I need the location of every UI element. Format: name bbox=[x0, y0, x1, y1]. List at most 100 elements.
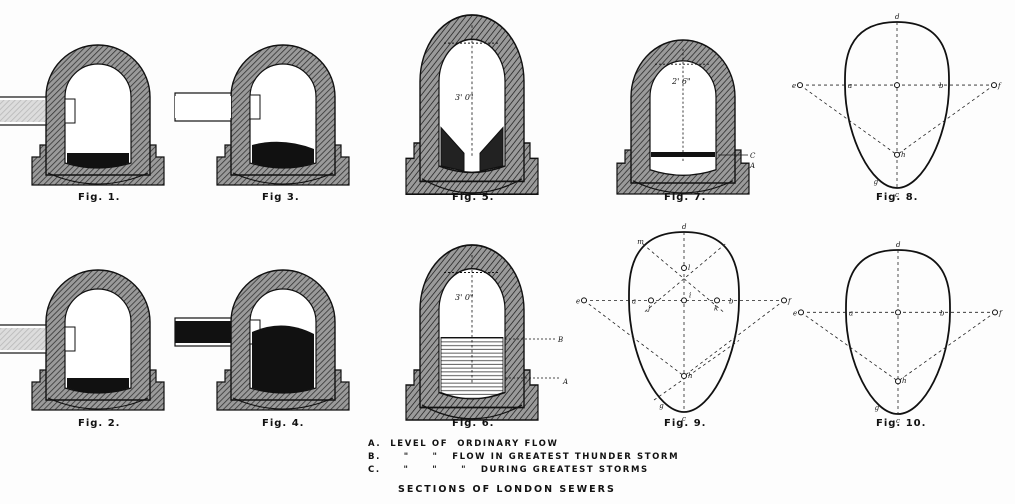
water-level bbox=[440, 337, 504, 400]
letter-f: f bbox=[787, 297, 792, 305]
invert-arc bbox=[232, 172, 334, 185]
fig3-caption: Fig 3. bbox=[262, 192, 300, 203]
sewer-opening bbox=[438, 38, 506, 174]
letter-a: a bbox=[632, 297, 636, 305]
fig7 bbox=[616, 39, 750, 195]
fig4-caption: Fig. 4. bbox=[262, 418, 305, 429]
fig5 bbox=[405, 14, 539, 195]
invert-arc bbox=[47, 397, 149, 410]
centre-point bbox=[681, 297, 687, 304]
legend-c: C. " " " DURING GREATEST STORMS bbox=[368, 465, 649, 475]
letter-b: b bbox=[729, 297, 734, 305]
centre-point bbox=[894, 151, 900, 158]
construction-line bbox=[799, 84, 898, 156]
construction-line bbox=[653, 340, 740, 401]
letter-g: g bbox=[874, 178, 879, 186]
pipe-wall bbox=[0, 328, 46, 350]
letter-j: j bbox=[646, 304, 651, 312]
fig5-dimension-label: 3' 0" bbox=[455, 93, 474, 102]
letter-g: g bbox=[659, 402, 664, 410]
construction-line bbox=[896, 84, 995, 156]
letter-e: e bbox=[792, 82, 796, 90]
construction-line bbox=[683, 300, 785, 377]
construction-line bbox=[897, 311, 996, 382]
egg-section-outline bbox=[628, 231, 740, 413]
fig3 bbox=[174, 44, 350, 186]
centre-point bbox=[895, 378, 901, 385]
level-a-mark-fig7: A bbox=[749, 162, 755, 170]
letter-h: h bbox=[902, 377, 907, 385]
letter-m: m bbox=[637, 238, 644, 246]
pipe-wall bbox=[175, 96, 231, 118]
letter-f: f bbox=[997, 82, 1002, 90]
fig5-caption: Fig. 5. bbox=[452, 192, 495, 203]
pipe-mouth bbox=[64, 326, 76, 352]
fig8-caption: Fig. 8. bbox=[876, 192, 919, 203]
fig1 bbox=[0, 44, 165, 186]
centre-point bbox=[895, 309, 901, 316]
letter-c: c bbox=[895, 191, 899, 199]
letter-g: g bbox=[875, 404, 880, 412]
letter-b: b bbox=[939, 82, 944, 90]
invert-arc bbox=[421, 178, 523, 194]
letter-a: a bbox=[848, 82, 852, 90]
letter-e: e bbox=[793, 309, 797, 317]
legend-a: A. LEVEL OF ORDINARY FLOW bbox=[368, 439, 559, 449]
construction-line bbox=[800, 311, 899, 382]
fig7-caption: Fig. 7. bbox=[664, 192, 707, 203]
egg-section-outline bbox=[844, 21, 950, 189]
letter-d: d bbox=[895, 13, 900, 21]
level-b-mark: B bbox=[557, 336, 563, 344]
fig9-caption: Fig. 9. bbox=[664, 418, 707, 429]
pipe-wall bbox=[0, 100, 46, 122]
invert-arc bbox=[421, 404, 523, 420]
fig6-caption: Fig. 6. bbox=[452, 418, 495, 429]
pipe-wall bbox=[175, 321, 231, 343]
sewage-flow bbox=[252, 141, 314, 168]
centre-point bbox=[894, 82, 900, 89]
letter-f: f bbox=[998, 309, 1003, 317]
letter-c: c bbox=[682, 415, 686, 423]
legend-b: B. " " FLOW IN GREATEST THUNDER STORM bbox=[368, 452, 680, 462]
letter-d: d bbox=[896, 241, 901, 249]
letter-h: h bbox=[901, 151, 906, 159]
invert-arc bbox=[47, 172, 149, 185]
construction-line bbox=[583, 300, 685, 377]
fig4 bbox=[174, 269, 350, 411]
centre-point bbox=[648, 297, 654, 304]
fig7-dimension-label: 2' 6" bbox=[671, 77, 691, 86]
pipe-mouth bbox=[249, 94, 261, 120]
letter-d: d bbox=[682, 223, 687, 231]
centre-point bbox=[781, 297, 787, 304]
letter-c: c bbox=[896, 417, 900, 425]
centre-point bbox=[992, 309, 998, 316]
letter-k: k bbox=[714, 304, 718, 312]
sewer-opening bbox=[649, 60, 717, 176]
letter-e: e bbox=[576, 297, 580, 305]
fig7-flow bbox=[651, 152, 715, 157]
sewage-flow bbox=[67, 378, 129, 393]
centre-point bbox=[798, 309, 804, 316]
plate-title: SECTIONS OF LONDON SEWERS bbox=[398, 484, 616, 495]
centre-point bbox=[681, 265, 687, 271]
letter-h: h bbox=[688, 372, 693, 380]
letter-b: b bbox=[940, 309, 945, 317]
fig6 bbox=[405, 244, 539, 421]
bench-left bbox=[440, 126, 465, 172]
pipe-mouth bbox=[64, 98, 76, 124]
fig1-caption: Fig. 1. bbox=[78, 192, 121, 203]
fig8: d e a b f h c g bbox=[792, 13, 1002, 199]
letter-l: l bbox=[688, 264, 690, 272]
letter-i: i bbox=[689, 291, 691, 299]
centre-point bbox=[581, 297, 587, 304]
fig10-caption: Fig. 10. bbox=[876, 418, 927, 429]
centre-point bbox=[991, 82, 997, 89]
bench-right bbox=[479, 126, 504, 172]
fig9: d e a b f h c g i j k l m bbox=[576, 223, 792, 423]
level-c-mark: C bbox=[750, 152, 756, 160]
letter-a: a bbox=[849, 309, 853, 317]
invert-arc bbox=[232, 397, 334, 410]
sewage-flow bbox=[67, 153, 129, 168]
sewage-flow bbox=[252, 325, 314, 393]
